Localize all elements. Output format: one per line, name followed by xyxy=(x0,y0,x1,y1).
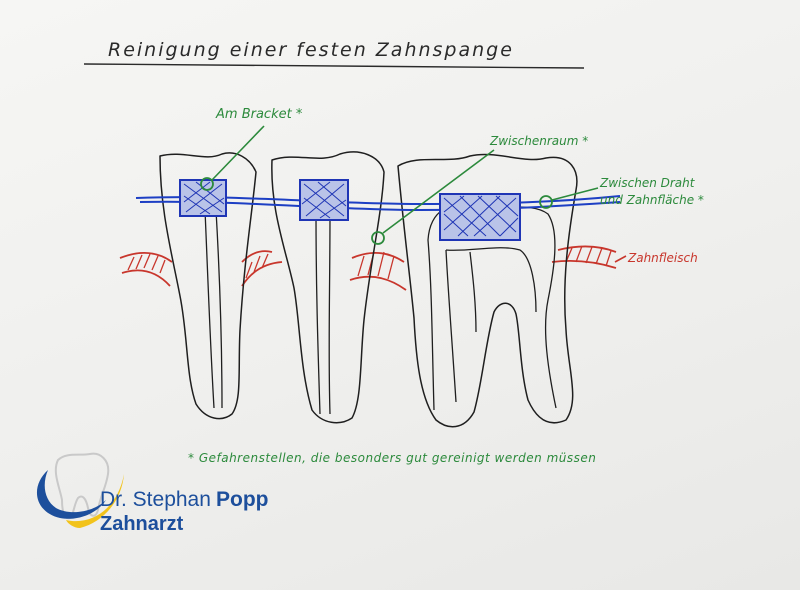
gum-left xyxy=(119,252,173,287)
label-interdental: Zwischenraum * xyxy=(489,134,588,148)
tooth-2 xyxy=(271,151,385,424)
gum-middle-right xyxy=(349,251,407,291)
pointer-wire-surface xyxy=(539,187,599,209)
title-underline xyxy=(83,63,585,69)
pointer-gum xyxy=(614,255,627,263)
tooth-3 xyxy=(397,153,578,428)
gum-middle-left xyxy=(241,250,283,287)
bracket-3 xyxy=(439,193,521,241)
bracket-1 xyxy=(179,179,227,217)
footnote: * Gefahrenstellen, die besonders gut ger… xyxy=(188,451,596,465)
gum-right xyxy=(551,245,617,269)
label-gum: Zahnfleisch xyxy=(627,251,698,265)
label-bracket: Am Bracket * xyxy=(215,107,303,122)
logo-swoosh-yellow xyxy=(66,474,124,528)
tooth-1 xyxy=(159,152,257,420)
label-wire-surface-line1: Zwischen Draht xyxy=(599,176,696,190)
pointer-bracket xyxy=(200,125,265,191)
page-title: Reinigung einer festen Zahnspange xyxy=(108,39,514,61)
logo-tooth-icon xyxy=(54,452,110,520)
logo: Dr. Stephan Popp Zahnarzt xyxy=(36,452,269,535)
logo-subtitle: Zahnarzt xyxy=(100,513,184,535)
bracket-2 xyxy=(299,179,349,221)
logo-swoosh-blue xyxy=(36,470,106,519)
logo-name: Dr. Stephan Popp xyxy=(100,488,269,511)
label-wire-surface-line2: und Zahnfläche * xyxy=(600,193,704,207)
pointer-interdental xyxy=(371,149,495,245)
